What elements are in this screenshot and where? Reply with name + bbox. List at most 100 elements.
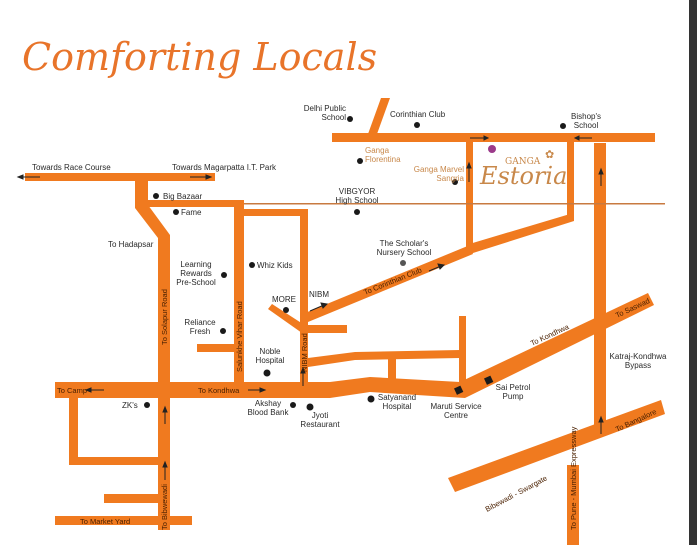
noble-marker bbox=[263, 369, 271, 377]
short-road bbox=[104, 494, 160, 503]
project-location-marker bbox=[488, 145, 496, 153]
arrow-up-icon bbox=[466, 161, 472, 169]
label-florentina: Ganga Florentina bbox=[365, 146, 401, 164]
label-solapur-road: To Solapur Road bbox=[160, 289, 169, 345]
sai-marker bbox=[484, 375, 494, 385]
market-yard-road bbox=[55, 516, 192, 525]
label-noble: Noble Hospital bbox=[255, 347, 285, 365]
corinthian-club-road bbox=[305, 245, 473, 322]
map-title: Comforting Locals bbox=[22, 35, 377, 79]
label-reliance: Reliance Fresh bbox=[184, 318, 216, 336]
bishops-link-road bbox=[567, 141, 574, 221]
satyanand-marker bbox=[367, 395, 375, 403]
label-satyanand: Satyanand Hospital bbox=[377, 393, 417, 411]
label-bibwewadi-swargate: Bibewadi - Swargate bbox=[484, 474, 549, 514]
bibwewadi-swargate-road bbox=[448, 400, 665, 492]
label-nibm: NIBM bbox=[309, 290, 329, 299]
label-magarpatta: Towards Magarpatta I.T. Park bbox=[172, 163, 277, 172]
label-akshay: Akshay Blood Bank bbox=[247, 399, 289, 417]
label-fame: Fame bbox=[181, 208, 202, 217]
label-market-yard: To Market Yard bbox=[80, 517, 130, 526]
label-jyoti: Jyoti Restaurant bbox=[300, 411, 340, 429]
label-corinthian: Corinthian Club bbox=[390, 110, 446, 119]
ganga-estoria-logo: GANGA Estoria ✿ bbox=[479, 149, 567, 190]
fame-marker bbox=[173, 209, 179, 215]
arrow-up-icon bbox=[598, 415, 604, 423]
link-diagonal bbox=[466, 214, 574, 253]
camp-loop bbox=[69, 390, 78, 465]
learning-marker bbox=[221, 272, 227, 278]
label-katraj: Katraj-Kondhwa Bypass bbox=[609, 352, 667, 370]
arrow-left-icon bbox=[573, 135, 580, 141]
reliance-road bbox=[197, 344, 239, 352]
arrow-right-icon bbox=[205, 174, 213, 180]
label-marvel: Ganga Marvel Sangria bbox=[413, 165, 464, 183]
roads bbox=[25, 98, 665, 545]
nibm-road bbox=[300, 209, 308, 389]
label-more: MORE bbox=[272, 295, 296, 304]
salunkhe-vihar-road bbox=[234, 200, 244, 390]
thin-road bbox=[148, 203, 665, 205]
svg-text:GANGA: GANGA bbox=[505, 157, 541, 167]
marvel-road bbox=[466, 141, 473, 253]
upper-parallel-road bbox=[308, 350, 460, 367]
label-scholars: The Scholar's Nursery School bbox=[376, 239, 432, 257]
scholars-marker bbox=[400, 260, 406, 266]
label-nibm-road: NIBM Road bbox=[300, 333, 309, 372]
solapur-road bbox=[135, 176, 170, 530]
delhi-public-road bbox=[368, 98, 390, 134]
arrow-left-icon bbox=[16, 174, 24, 180]
nibm-spur bbox=[305, 325, 347, 333]
label-maruti: Maruti Service Centre bbox=[430, 402, 482, 420]
whiz-marker bbox=[249, 262, 255, 268]
marvel-marker bbox=[452, 179, 458, 185]
svg-text:Estoria: Estoria bbox=[479, 162, 567, 190]
connector-road bbox=[388, 352, 396, 386]
direction-arrows bbox=[16, 135, 604, 480]
arrow-right-icon bbox=[483, 135, 490, 141]
race-course-road bbox=[25, 173, 215, 181]
arrow-left-icon bbox=[84, 387, 92, 393]
label-kondhwa-west: To Kondhwa bbox=[198, 386, 240, 395]
arrow-right-icon bbox=[259, 387, 267, 393]
label-hadapsar: To Hadapsar bbox=[108, 240, 154, 249]
kondhwa-road bbox=[55, 293, 654, 398]
label-sai: Sai Petrol Pump bbox=[495, 383, 531, 401]
big-bazaar-marker bbox=[153, 193, 159, 199]
label-race-course: Towards Race Course bbox=[32, 163, 111, 172]
big-bazaar-road bbox=[148, 200, 244, 207]
label-whiz: Whiz Kids bbox=[257, 261, 293, 270]
top-road bbox=[332, 133, 655, 142]
zks-marker bbox=[144, 402, 150, 408]
landmark-labels-single: Corinthian Club Big Bazaar Fame Whiz Kid… bbox=[122, 110, 446, 410]
label-bibwewadi: To Bibwewadi bbox=[160, 484, 169, 530]
label-delhi-public: Delhi Public School bbox=[303, 104, 346, 122]
landmark-markers bbox=[144, 116, 566, 411]
more-road bbox=[268, 304, 306, 333]
more-marker bbox=[283, 307, 289, 313]
vibgyor-marker bbox=[354, 209, 360, 215]
label-learning: Learning Rewards Pre-School bbox=[176, 260, 216, 287]
frame-edge bbox=[689, 0, 697, 545]
jyoti-marker bbox=[306, 403, 314, 411]
label-vibgyor: VIBGYOR High School bbox=[335, 187, 379, 205]
label-pune-mumbai: To Pune - Mumbai Expressway bbox=[569, 426, 578, 530]
akshay-marker bbox=[290, 402, 296, 408]
label-bishops: Bishop's School bbox=[571, 112, 601, 130]
butterfly-icon: ✿ bbox=[545, 149, 554, 161]
label-salunkhe: Salunkhe Vihar Road bbox=[235, 301, 244, 372]
label-big-bazaar: Big Bazaar bbox=[163, 192, 202, 201]
corinthian-marker bbox=[414, 122, 420, 128]
arrow-up-icon bbox=[162, 405, 168, 413]
delhi-public-marker bbox=[347, 116, 353, 122]
reliance-marker bbox=[220, 328, 226, 334]
whiz-kids-road bbox=[244, 209, 308, 216]
pune-mumbai-road bbox=[567, 465, 579, 545]
florentina-marker bbox=[357, 158, 363, 164]
label-corinthian-road: To Corinthian Club bbox=[362, 265, 423, 296]
arrow-right-icon bbox=[320, 302, 329, 309]
label-zks: ZK's bbox=[122, 401, 138, 410]
arrow-up-icon bbox=[598, 167, 604, 175]
